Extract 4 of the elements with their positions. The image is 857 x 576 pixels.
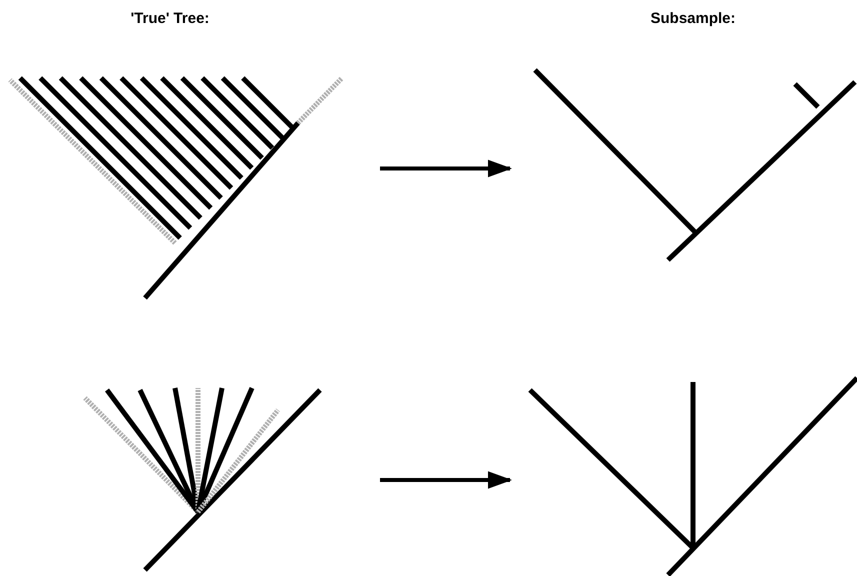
arrow [380,160,512,178]
column-heading: 'True' Tree: [130,10,210,27]
column-heading: Subsample: [650,10,736,27]
arrow [380,471,512,489]
